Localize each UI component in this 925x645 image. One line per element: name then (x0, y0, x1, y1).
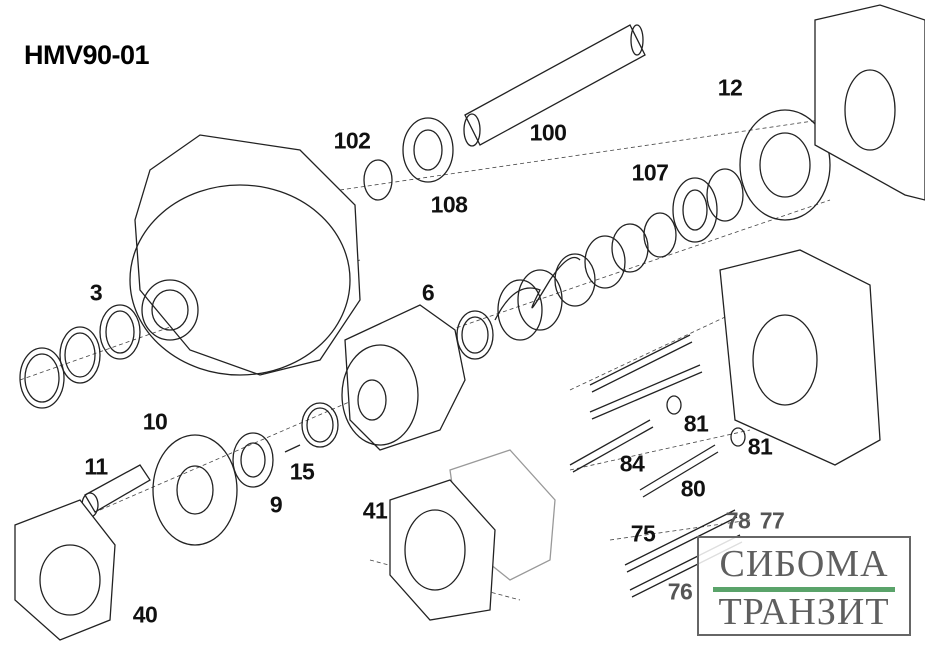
part-label-80: 80 (680, 475, 706, 502)
part-label-100: 100 (529, 119, 567, 146)
motor-housing (129, 134, 361, 376)
drive-shaft (463, 24, 646, 147)
part-label-75: 75 (630, 520, 656, 547)
plate (739, 109, 831, 221)
watermark-line1: СИБОМА (719, 543, 889, 585)
part-label-6: 6 (421, 279, 435, 306)
part-label-78: 78 (725, 507, 751, 534)
spring-shims (456, 212, 677, 360)
part-label-3: 3 (89, 279, 103, 306)
part-label-10: 10 (142, 408, 168, 435)
leader-lines (19, 119, 831, 601)
seal-rings (19, 304, 141, 409)
part-label-76: 76 (667, 578, 693, 605)
part-label-108: 108 (430, 191, 468, 218)
small-rings (232, 402, 339, 488)
part-label-107: 107 (631, 159, 669, 186)
part-label-12: 12 (717, 74, 743, 101)
cylinder-block (341, 304, 466, 451)
retainer-plate (152, 434, 238, 546)
part-label-15: 15 (289, 458, 315, 485)
part-label-81-lower: 81 (747, 433, 773, 460)
watermark-line2: ТРАНЗИТ (718, 591, 890, 633)
rods (569, 334, 746, 598)
watermark-logo: СИБОМА ТРАНЗИТ (697, 536, 911, 636)
bearings (363, 117, 744, 243)
part-label-40: 40 (132, 601, 158, 628)
valve-block (719, 4, 925, 466)
part-label-11: 11 (84, 453, 108, 480)
part-label-102: 102 (333, 127, 371, 154)
part-label-41: 41 (362, 497, 388, 524)
part-label-81-upper: 81 (683, 410, 709, 437)
part-label-9: 9 (269, 491, 283, 518)
swash-plate (14, 499, 116, 641)
diagram-title: HMV90-01 (24, 40, 150, 70)
part-label-77: 77 (759, 507, 785, 534)
swash-support (389, 449, 556, 621)
part-label-84: 84 (619, 450, 645, 477)
watermark-accent-bar (713, 587, 895, 592)
